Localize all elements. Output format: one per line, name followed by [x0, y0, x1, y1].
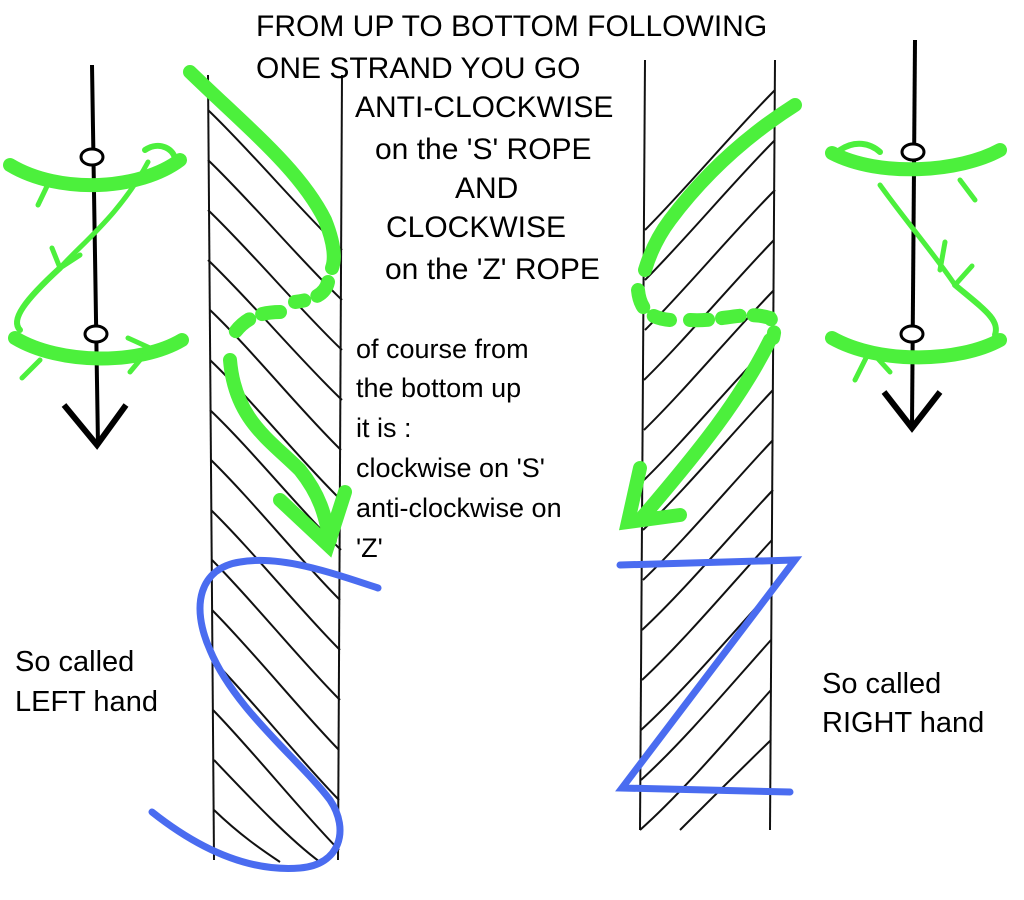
left-label-line-2: LEFT hand: [15, 686, 158, 718]
right-label-line-2: RIGHT hand: [822, 707, 985, 739]
left-rope-sketch: [207, 74, 343, 863]
heading-line-6: CLOCKWISE: [386, 211, 567, 244]
right-rotation-green-spiral: [825, 140, 1007, 383]
z-letter-shape: [615, 556, 803, 796]
left-strand-highlight: [183, 65, 352, 558]
right-rotation-axis: [881, 39, 943, 433]
heading-line-4: on the 'S' ROPE: [375, 133, 592, 166]
note-line-5: anti-clockwise on: [356, 493, 562, 523]
heading-line-1: FROM UP TO BOTTOM FOLLOWING: [256, 10, 768, 43]
left-arrowhead-icon: [61, 403, 129, 450]
note-line-2: the bottom up: [356, 373, 522, 403]
note-line-6: 'Z': [356, 533, 383, 563]
s-letter-shape: [148, 556, 382, 872]
right-label-line-1: So called: [822, 668, 942, 700]
heading-line-3: ANTI-CLOCKWISE: [355, 91, 614, 124]
right-arrowhead-icon: [881, 390, 943, 433]
heading-line-5: AND: [455, 172, 519, 205]
left-label-line-1: So called: [15, 646, 135, 678]
heading-line-2: ONE STRAND YOU GO: [256, 52, 581, 85]
left-rotation-axis: [61, 64, 129, 450]
right-strand-highlight: [618, 98, 802, 531]
note-line-4: clockwise on 'S': [356, 453, 545, 483]
note-line-3: it is :: [356, 413, 412, 443]
note-line-1: of course from: [356, 334, 529, 364]
heading-line-7: on the 'Z' ROPE: [385, 253, 600, 286]
left-rotation-green-spiral: [3, 142, 189, 381]
